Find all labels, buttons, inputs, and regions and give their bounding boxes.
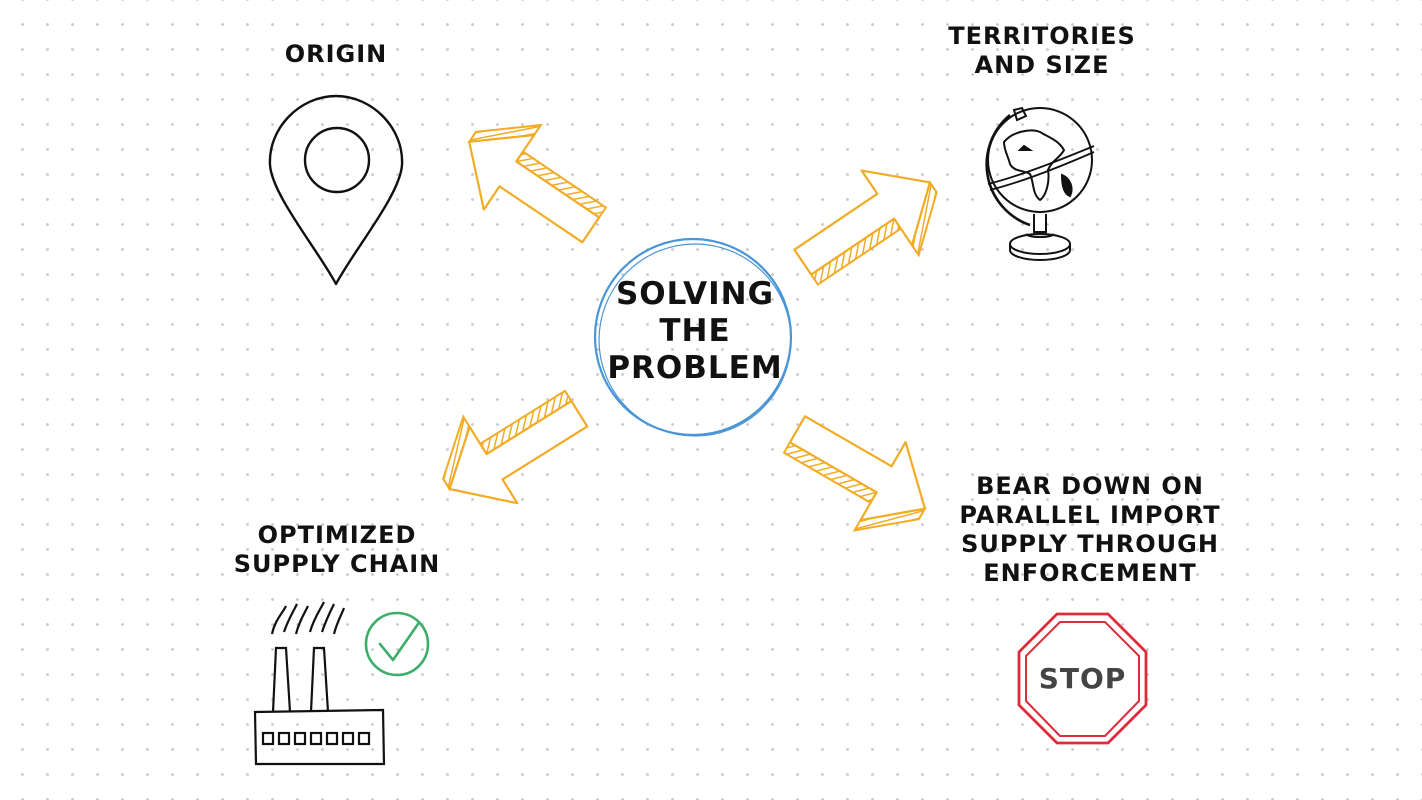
center-label: SOLVING THE PROBLEM (607, 276, 783, 386)
center-circle (593, 237, 793, 437)
arrow-to-enforcement (766, 390, 951, 557)
globe-icon (985, 106, 1095, 261)
stop-sign-icon (1017, 612, 1148, 745)
factory-icon (253, 601, 386, 766)
checkmark-icon (364, 611, 430, 677)
territories-label: TERRITORIES AND SIZE (948, 22, 1136, 79)
stop-sign-text: STOP (1038, 662, 1127, 695)
location-pin-icon (268, 94, 404, 286)
arrow-to-territories (777, 141, 962, 313)
supply-chain-label: OPTIMIZED SUPPLY CHAIN (233, 521, 441, 578)
arrow-to-origin (441, 95, 625, 267)
enforcement-label: BEAR DOWN ON PARALLEL IMPORT SUPPLY THRO… (959, 472, 1221, 587)
arrow-to-supply-chain (419, 362, 604, 531)
origin-label: ORIGIN (284, 40, 388, 68)
